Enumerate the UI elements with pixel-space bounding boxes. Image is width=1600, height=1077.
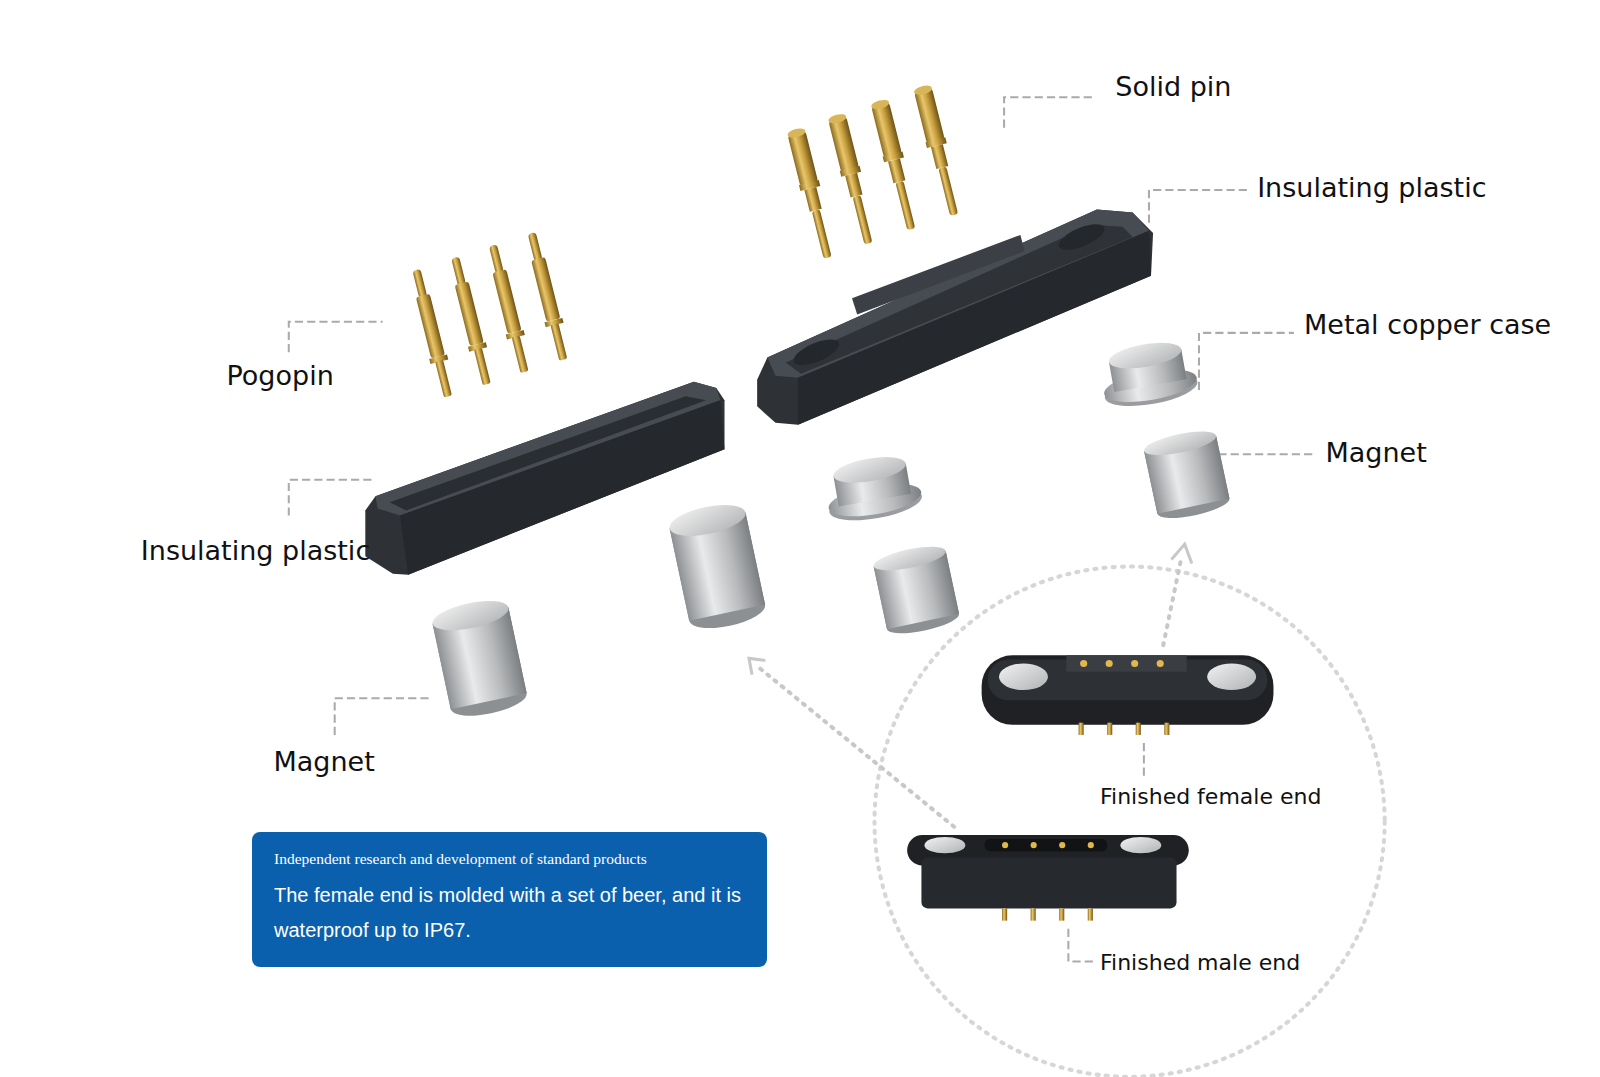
- part-label: Magnet: [1326, 437, 1427, 468]
- banner-body: The female end is molded with a set of b…: [274, 878, 749, 948]
- part-label: Metal copper case: [1304, 309, 1551, 340]
- part-label: Solid pin: [1115, 71, 1231, 102]
- banner-heading: Independent research and development of …: [274, 850, 749, 868]
- info-banner: Independent research and development of …: [252, 832, 767, 968]
- part-label: Insulating plastic: [141, 535, 370, 566]
- caption-label: Finished female end: [1100, 784, 1321, 809]
- caption-label: Finished male end: [1100, 950, 1300, 975]
- part-label: Magnet: [273, 746, 374, 777]
- part-label: Insulating plastic: [1257, 172, 1486, 203]
- part-label: Pogopin: [227, 360, 334, 391]
